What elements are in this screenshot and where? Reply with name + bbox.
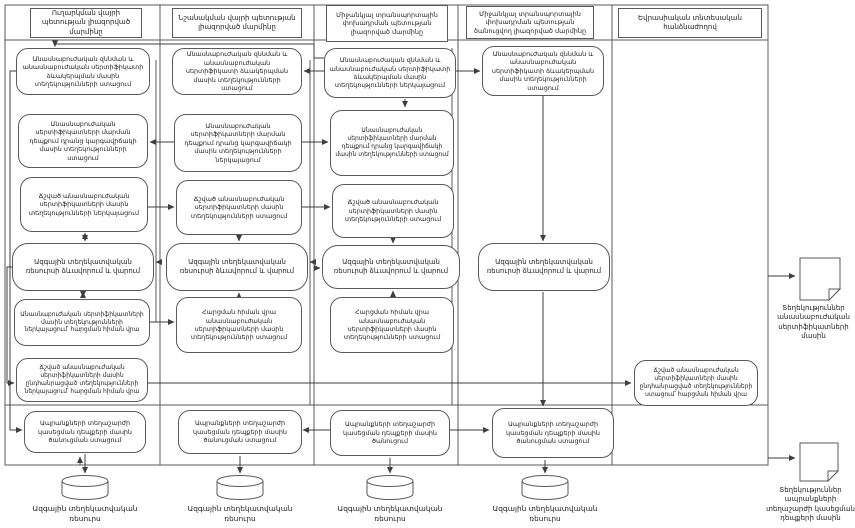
process-receive-cert-issue-info-l1: Անասնաբուժական զննման և անասնաբուժական ս… — [16, 48, 150, 95]
process-receive-suspension-notice-l1: Ապրանքների տեղաշարժի կասեցման դեպքերի մա… — [24, 411, 146, 453]
lane-header-notified-transit-authority: Միջանկյալ տրանսպորտային փոխադրման պետութ… — [466, 6, 594, 39]
document-label-suspensions: Տեղեկություններ ապրանքների տեղաշարժի կաս… — [766, 486, 855, 523]
document-icon — [799, 442, 840, 483]
process-receive-suspension-notice-l4: Ապրանքների տեղաշարժի կասեցման դեպքերի մա… — [492, 408, 614, 458]
lane-header-origin-authority: Ուղարկման վայրի պետության լիազորված մարմ… — [30, 8, 142, 38]
process-maintain-national-resource-l3: Ազգային տեղեկատվական ռեսուրսի ձևավորում … — [322, 245, 460, 289]
lane-header-transit-authority: Միջանկյալ տրանսպորտային փոխադրման պետութ… — [326, 5, 448, 42]
database-icon — [366, 475, 414, 500]
process-maintain-national-resource-l1: Ազգային տեղեկատվական ռեսուրսի ձևավորում … — [12, 243, 154, 291]
database-icon — [61, 475, 109, 500]
connector-arrows — [6, 40, 796, 474]
process-receive-summary-corrected-info-l5: Ճշված անասնաբուժական սերտիֆիկատների մասի… — [634, 360, 758, 406]
process-submit-cert-info-on-request-l1: Անասնաբուժական սերտիֆիկատների մասին տեղե… — [14, 299, 150, 346]
process-receive-cert-status-info-l3: Անասնաբուժական սերտիֆիկատների մարման դեպ… — [330, 110, 454, 176]
process-receive-corrected-cert-info-l3: Ճշված անասնաբուժական սերտիֆիկատների մասի… — [332, 184, 454, 238]
datastore-label-4: Ազգային տեղեկատվական ռեսուրս — [492, 504, 598, 523]
process-receive-cert-info-on-request-l3: Հարցման հիման վրա անասնաբուժական սերտիֆի… — [330, 297, 454, 353]
process-submit-cert-status-info-l2: Անասնաբուժական սերտիֆիկատների մարման դեպ… — [174, 114, 302, 172]
process-send-suspension-notice-l3: Ապրանքների տեղաշարժի կասեցման դեպքերի մա… — [330, 410, 450, 456]
process-receive-cert-issue-info-l4: Անասնաբուժական զննման և անասնաբուժական ս… — [482, 46, 604, 96]
datastore-label-1: Ազգային տեղեկատվական ռեսուրս — [32, 504, 138, 523]
process-receive-cert-info-on-request-l2: Հարցման հիման վրա անասնաբուժական սերտիֆի… — [176, 297, 302, 353]
process-receive-cert-issue-info-l2: Անասնաբուժական զննման և անասնաբուժական ս… — [172, 48, 302, 95]
process-receive-suspension-notice-l2: Ապրանքների տեղաշարժի կասեցման դեպքերի մա… — [178, 410, 302, 454]
document-icon — [799, 257, 842, 302]
datastore-label-3: Ազգային տեղեկատվական ռեսուրս — [337, 504, 443, 523]
process-receive-corrected-cert-info-l2: Ճշված անասնաբուժական սերտիֆիկատների մասի… — [176, 180, 302, 235]
database-icon — [521, 475, 569, 500]
process-submit-cert-issue-info-l3: Անասնաբուժական զննման և անասնաբուժական ս… — [324, 48, 456, 98]
database-icon — [216, 475, 264, 500]
lane-header-destination-authority: Նշանակման վայրի պետության լիազորված մարմ… — [172, 8, 302, 38]
document-label-certificates: Տեղեկություններ անասնաբուժական սերտիֆիկա… — [777, 304, 850, 341]
process-submit-corrected-cert-info-l1: Ճշված անասնաբուժական սերտիֆիկատների մասի… — [20, 177, 148, 232]
process-submit-summary-corrected-info-l1: Ճշված անասնաբուժական սերտիֆիկատների մասի… — [16, 358, 148, 402]
datastore-label-2: Ազգային տեղեկատվական ռեսուրս — [187, 504, 293, 523]
process-maintain-national-resource-l4: Ազգային տեղեկատվական ռեսուրսի ձևավորում … — [478, 243, 610, 291]
process-maintain-national-resource-l2: Ազգային տեղեկատվական ռեսուրսի ձևավորում … — [166, 243, 308, 291]
process-receive-cert-status-info-l1: Անասնաբուժական սերտիֆիկատների մարման դեպ… — [18, 114, 148, 168]
lane-header-eurasian-commission: Եվրասիական տնտեսական հանձնաժողով — [618, 8, 762, 38]
